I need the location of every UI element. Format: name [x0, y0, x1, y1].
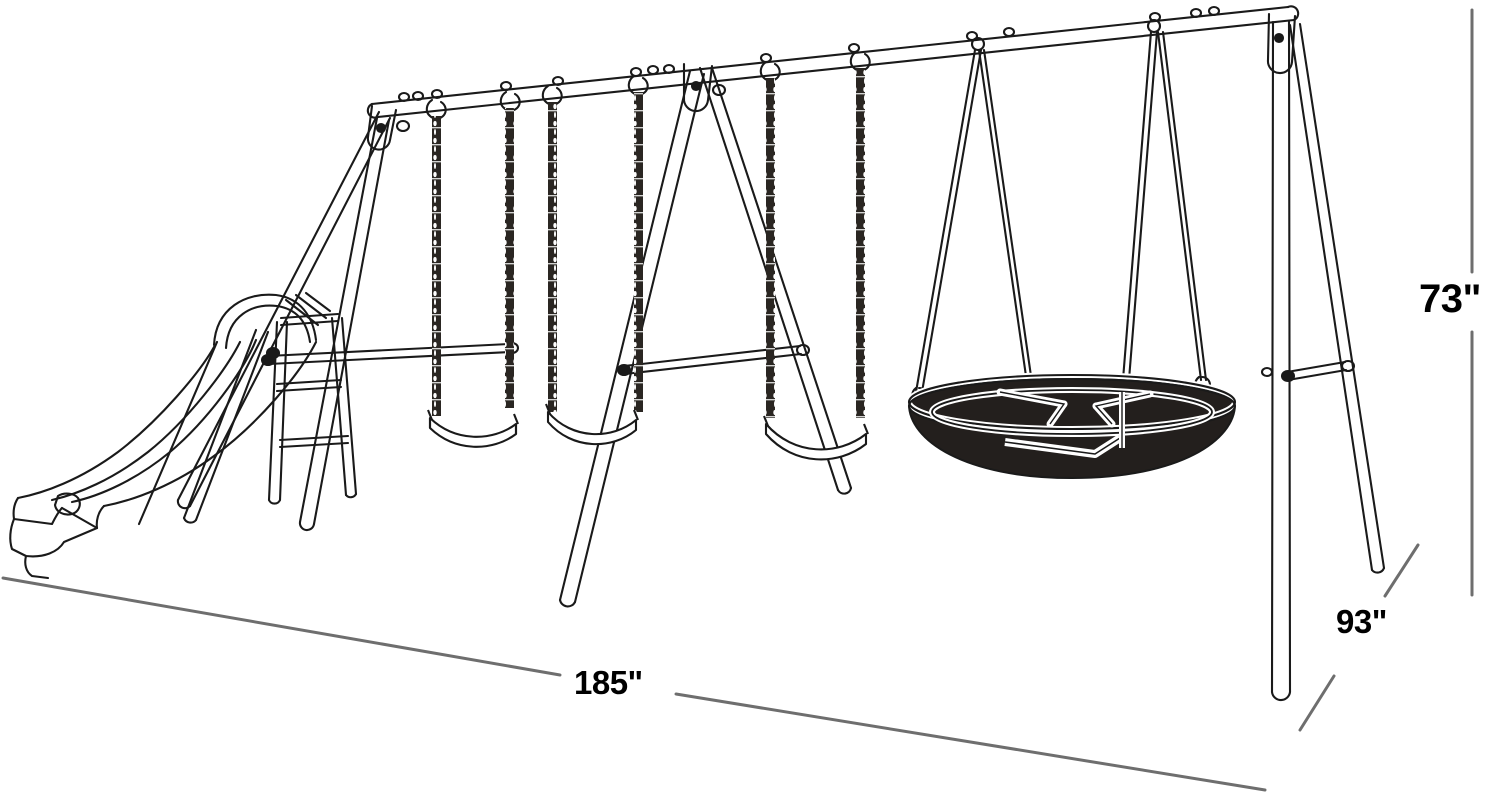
- right-a-frame: [1266, 12, 1386, 702]
- belt-seat-2: [545, 403, 639, 446]
- width-dim-line-right: [674, 692, 1267, 792]
- depth-dim-line-lower: [1298, 674, 1336, 732]
- middle-a-frame: [558, 62, 853, 608]
- belt-seat-1: [427, 409, 519, 448]
- cross-brace-left: [260, 341, 520, 367]
- swing-chains: [432, 68, 865, 418]
- belt-seats: [427, 403, 869, 461]
- top-beam: [366, 5, 1300, 119]
- cross-brace-right: [1260, 359, 1356, 383]
- width-dimension-label: 185": [574, 664, 643, 701]
- slide-ladder: [265, 291, 358, 505]
- depth-dimension-label: 93": [1336, 603, 1387, 640]
- depth-dim-line-upper: [1383, 543, 1420, 598]
- dimension-lines: [1, 8, 1474, 792]
- cross-brace-middle: [616, 343, 811, 377]
- belt-seat-3: [763, 415, 869, 461]
- height-dimension-label: 73": [1419, 277, 1481, 321]
- saucer-nest-swing: [906, 372, 1238, 480]
- wave-slide: [9, 293, 318, 580]
- saucer-swing-straps: [911, 18, 1212, 405]
- width-dim-line-left: [1, 576, 562, 677]
